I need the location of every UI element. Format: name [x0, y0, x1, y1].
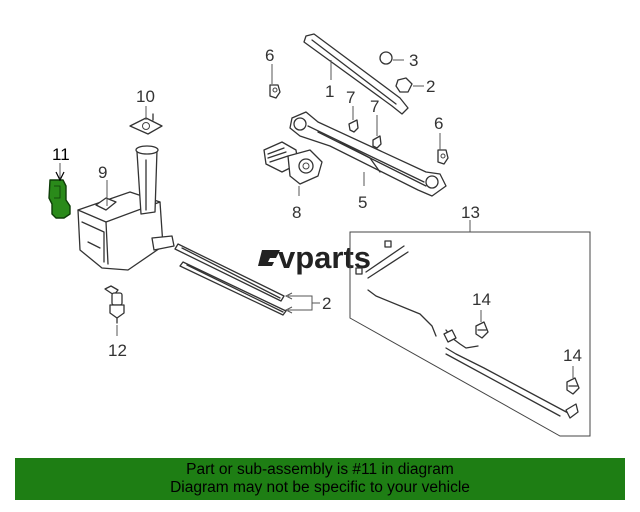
leader-4: [288, 295, 320, 311]
part-1-wiper-arm[interactable]: [303, 33, 409, 115]
part-10-reservoir-cap[interactable]: [129, 113, 163, 135]
part-13-hose-kit[interactable]: [349, 231, 591, 437]
ev-logo-icon: [258, 250, 280, 266]
callout-14a: 14: [472, 290, 491, 309]
part-12-washer-pump[interactable]: [104, 285, 125, 324]
part-14-washer-nozzle-b[interactable]: [566, 377, 580, 395]
banner-line-2: Diagram may not be specific to your vehi…: [170, 479, 470, 496]
arrow-11-icon: [55, 171, 65, 182]
part-14-washer-nozzle-a[interactable]: [475, 321, 489, 339]
callout-14b: 14: [563, 346, 582, 365]
callout-6b: 6: [434, 114, 443, 133]
evparts-logo: vparts: [258, 240, 371, 275]
part-5-wiper-linkage[interactable]: [289, 111, 447, 197]
callout-7b: 7: [370, 97, 379, 116]
arrow-4a-icon: [284, 292, 293, 300]
part-11-bracket[interactable]: [48, 179, 71, 219]
part-8-wiper-motor[interactable]: [263, 141, 323, 185]
part-7-clip-right[interactable]: [372, 135, 382, 149]
info-banner: Part or sub-assembly is #11 in diagram D…: [15, 458, 625, 500]
part-3-pivot-cap[interactable]: [379, 51, 393, 65]
callout-7a: 7: [346, 88, 355, 107]
part-2-nut[interactable]: [395, 77, 413, 93]
callout-12: 12: [108, 341, 127, 360]
callout-3: 3: [409, 51, 418, 70]
part-6-bolt-upper[interactable]: [269, 84, 281, 99]
part-9-washer-reservoir[interactable]: [77, 145, 175, 271]
callout-4: 2: [322, 294, 331, 313]
part-6-bolt-right[interactable]: [437, 149, 449, 165]
callout-10: 10: [136, 87, 155, 106]
callout-8: 8: [292, 203, 301, 222]
callout-1: 1: [325, 82, 334, 101]
callout-9: 9: [98, 163, 107, 182]
part-7-clip-left[interactable]: [348, 119, 359, 133]
callout-11: 11: [52, 145, 70, 164]
callout-6a: 6: [265, 46, 274, 65]
banner-line-1: Part or sub-assembly is #11 in diagram: [186, 461, 454, 478]
callout-5: 5: [358, 193, 367, 212]
callout-2: 2: [426, 77, 435, 96]
arrow-4b-icon: [284, 306, 293, 314]
callout-13: 13: [461, 203, 480, 222]
part-4-wiper-blades[interactable]: [174, 243, 287, 316]
